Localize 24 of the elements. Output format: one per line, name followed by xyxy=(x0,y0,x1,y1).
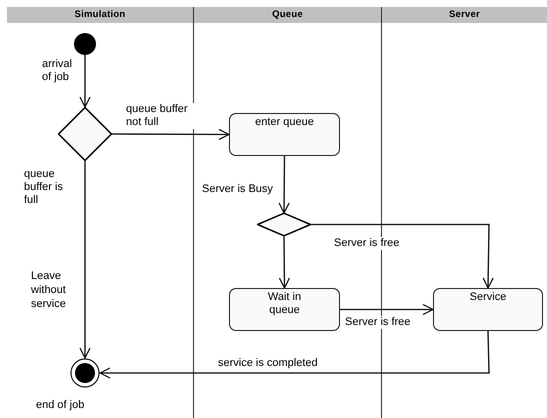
lane-header: Queue xyxy=(272,8,303,22)
edge-label: Server is Busy xyxy=(202,183,273,196)
edge-label: Server is free xyxy=(345,316,410,329)
arrow xyxy=(278,236,290,289)
lane-header: Simulation xyxy=(74,8,126,22)
action-text: Service xyxy=(470,291,506,304)
arrow xyxy=(311,224,494,289)
action-text: Wait in queue xyxy=(266,291,302,317)
arrow xyxy=(340,304,434,316)
arrow xyxy=(99,330,490,379)
lane-header: Server xyxy=(448,8,480,22)
action-box xyxy=(229,288,340,331)
arrow xyxy=(79,161,91,359)
action-box xyxy=(433,288,543,331)
edge-label: service is completed xyxy=(218,357,318,370)
arrow xyxy=(79,55,91,108)
action-box xyxy=(229,113,340,156)
swimlane xyxy=(194,7,382,418)
swimlane xyxy=(7,7,194,418)
action-text: enter queue xyxy=(255,116,314,129)
edge-label: Server is free xyxy=(334,237,400,250)
node-caption: end of job xyxy=(36,398,86,413)
arrow xyxy=(112,128,230,140)
arrow xyxy=(278,156,290,214)
